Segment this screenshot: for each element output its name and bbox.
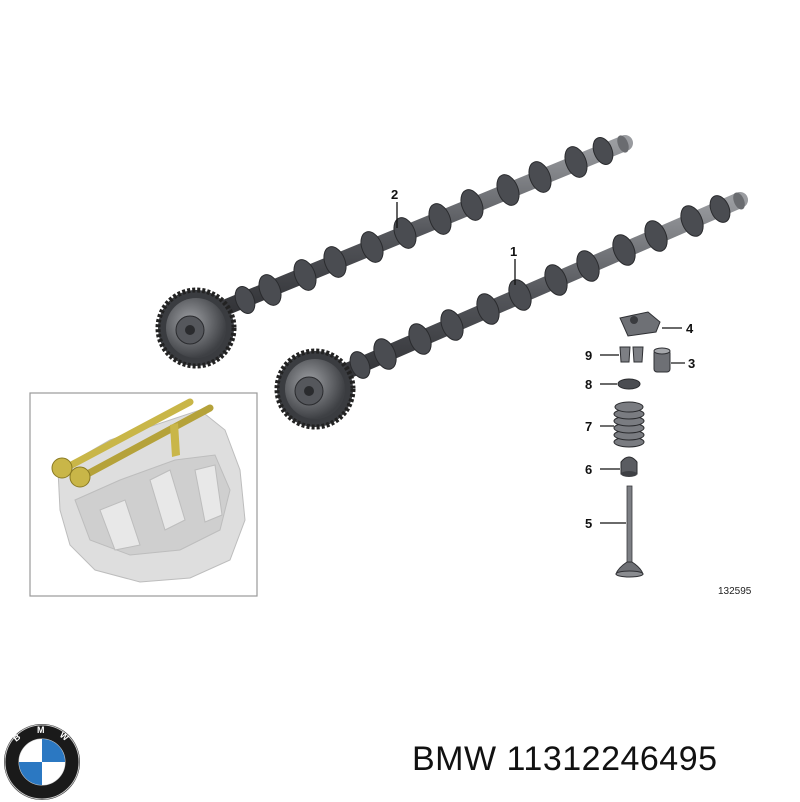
camshaft-leaders: [396, 202, 516, 285]
callout-9: 9: [585, 348, 592, 363]
callout-3: 3: [688, 356, 695, 371]
callout-4: 4: [686, 321, 694, 336]
hydraulic-lifter-part: [653, 347, 671, 373]
engine-locator-inset: [29, 392, 258, 597]
camshaft-2: [155, 135, 633, 369]
valve-stem-seal-part: [620, 456, 638, 477]
engine-block-illustration: [57, 409, 246, 583]
callout-5: 5: [585, 516, 592, 531]
spring-seat-part: [617, 378, 641, 390]
callout-6: 6: [585, 462, 592, 477]
valve-keepers-part: [619, 346, 644, 363]
camshaft-1: [274, 192, 748, 430]
highlighted-camshafts: [51, 398, 214, 488]
valve-spring-part: [613, 401, 645, 448]
parts-leaders: [600, 327, 685, 524]
callout-2: 2: [391, 187, 398, 202]
diagram-reference-number: 132595: [718, 586, 752, 597]
bmw-logo: B M W: [4, 724, 80, 800]
callout-8: 8: [585, 377, 592, 392]
svg-text:M: M: [37, 725, 45, 735]
caption-brand: BMW: [412, 740, 497, 778]
valve-part: [615, 485, 644, 578]
callout-7: 7: [585, 419, 592, 434]
cam-follower-part: [619, 311, 661, 337]
svg-text:B: B: [11, 731, 23, 743]
valve-train-parts: [613, 311, 671, 578]
callout-1: 1: [510, 244, 517, 259]
caption-part-number: 11312246495: [506, 740, 718, 778]
part-caption: BMW 11312246495: [412, 740, 718, 779]
